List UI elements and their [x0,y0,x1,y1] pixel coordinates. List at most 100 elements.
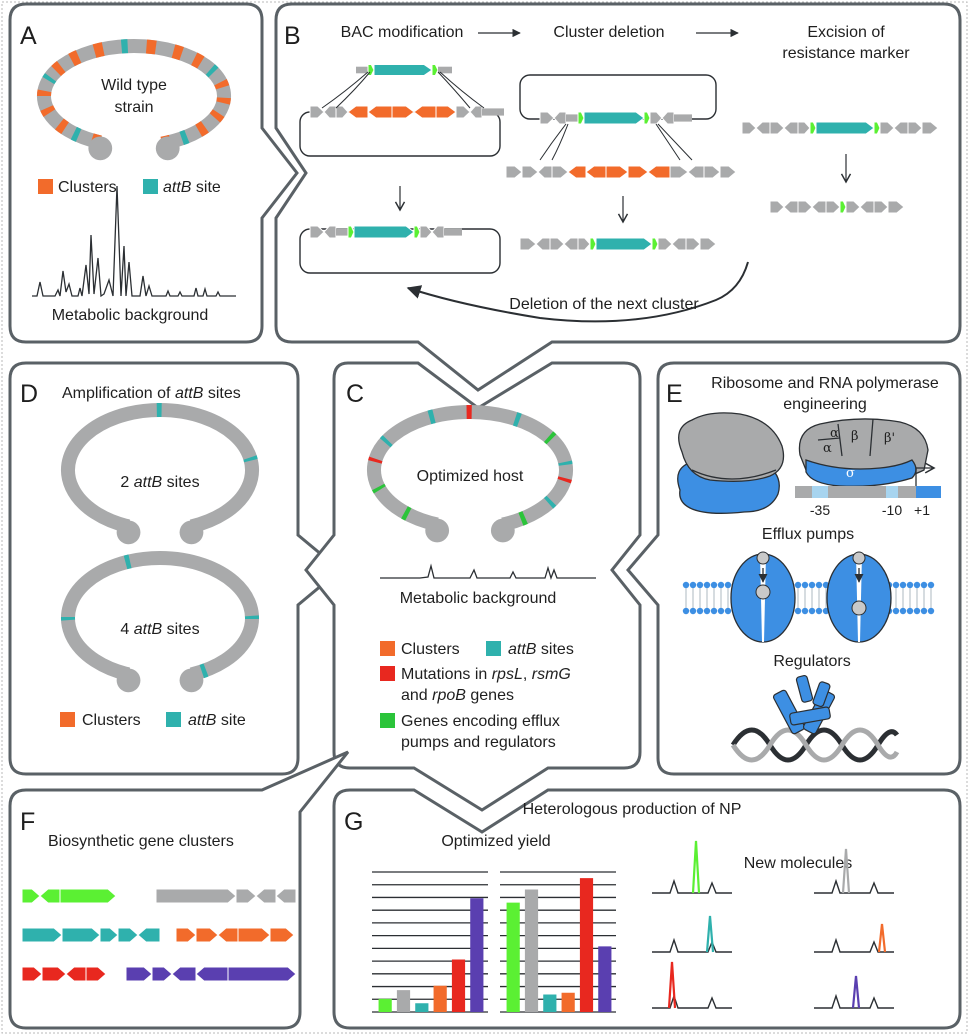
gene-arrow [21,927,63,943]
bar-gray [524,889,539,1012]
gene-arrow [845,200,861,214]
step-excision-line1: Excision of [807,24,885,41]
gene-arrow [577,111,585,125]
panel-g-label: G [344,808,363,836]
lipid-head [899,607,907,615]
gene-bar [674,114,692,122]
gene-arrow [703,165,721,179]
gene-arrow [59,888,117,904]
bar-orange [433,985,447,1012]
gene-arrow [643,111,651,125]
chromosome-marker [205,64,219,78]
lipid-head [801,607,809,615]
panel-g-border [332,788,962,1030]
lipid-head [703,581,711,589]
bar-green [378,998,392,1012]
gene-clusters-f [21,888,297,982]
chromosome-marker [558,460,573,466]
chromatogram-trace [652,878,732,894]
gene-bar [438,66,452,74]
lipid-head [689,581,697,589]
chromosome-marker [37,89,52,97]
gene-arrow [227,966,297,982]
gene-arrow [125,966,153,982]
legend-cluster-swatch-c [380,641,395,656]
panel-a-border [8,2,299,344]
gene-arrow [435,105,457,119]
chromatogram-peak [851,975,861,1009]
gene-arrow [323,225,337,239]
gene-arrow [719,165,737,179]
chromosome-marker [512,412,522,427]
chromatogram-peak [705,915,715,953]
gene-arrow [455,105,471,119]
lipid-head [927,581,935,589]
gene-arrow [839,200,847,214]
lipid-head [906,581,914,589]
gene-arrow [419,225,433,239]
gene-arrow [769,121,785,135]
new-molecule-chromatograms [652,840,894,1009]
metabolic-trace-c [380,563,596,581]
gene-arrow [137,927,161,943]
chromosome-marker [427,409,436,425]
bar-teal [543,994,557,1012]
panel-d: Amplification of attB sites 2 attB sites… [60,385,259,729]
gene-arrow [269,927,295,943]
gene-arrow [195,927,219,943]
gene-arrow [699,237,717,251]
step-excision-line2: resistance marker [782,45,910,62]
yield-bar-chart-1 [372,871,488,1013]
chromosome-marker [372,483,386,494]
gene-arrow [595,237,653,251]
ring-4-attb-label: 4 attB sites [120,621,199,638]
wild-type-label-line2: strain [114,99,153,116]
promoter-bar [795,462,941,498]
chromatogram-trace [652,993,732,1009]
gene-arrow [605,165,629,179]
legend-attb-swatch-c [486,641,501,656]
panel-b-border [274,2,962,392]
gene-arrow [373,64,433,76]
bar-purple [470,898,484,1012]
gene-arrow [347,225,355,239]
chromosome-arc [61,551,259,682]
gene-arrow [275,888,297,904]
bar-red [579,878,594,1012]
lipid-head [808,607,816,615]
legend-clusters-text-c: Clusters [401,641,460,658]
gene-arrow [551,165,569,179]
gene-arrow [391,105,415,119]
chromosome-marker [243,455,258,463]
step-bac-modification: BAC modification [341,24,464,41]
chromosome-end-cap [116,668,141,693]
ribosome-illustration [677,412,785,514]
lipid-head [920,607,928,615]
chromosome-marker [123,554,132,570]
gene-arrow [825,200,841,214]
chromosome-end-cap [425,518,450,543]
efflux-pumps-label: Efflux pumps [762,526,854,543]
chromosome-marker [68,50,82,67]
gene-arrow [549,237,565,251]
optimized-host-chromosome [367,404,573,543]
legend-cluster-swatch [38,179,53,194]
gene-arrow [255,888,277,904]
subunit-alpha-1: α [823,441,832,456]
chromosome-marker [557,476,572,484]
gene-arrow [469,105,483,119]
chromosome-marker [401,506,412,521]
gene-arrow [175,927,197,943]
legend-attb-text: attB site [163,179,221,196]
gene-arrow [589,237,597,251]
chromosome-marker [55,118,69,134]
lipid-head [801,581,809,589]
metabolic-background-label-a: Metabolic background [52,307,209,324]
chromosome-end-cap [88,136,113,161]
gene-arrow [237,927,271,943]
bar-red [451,959,466,1012]
chromosome-2-attb [61,402,259,545]
gene-arrow [583,111,645,125]
gene-arrow [907,121,923,135]
panel-e-label: E [666,380,683,408]
